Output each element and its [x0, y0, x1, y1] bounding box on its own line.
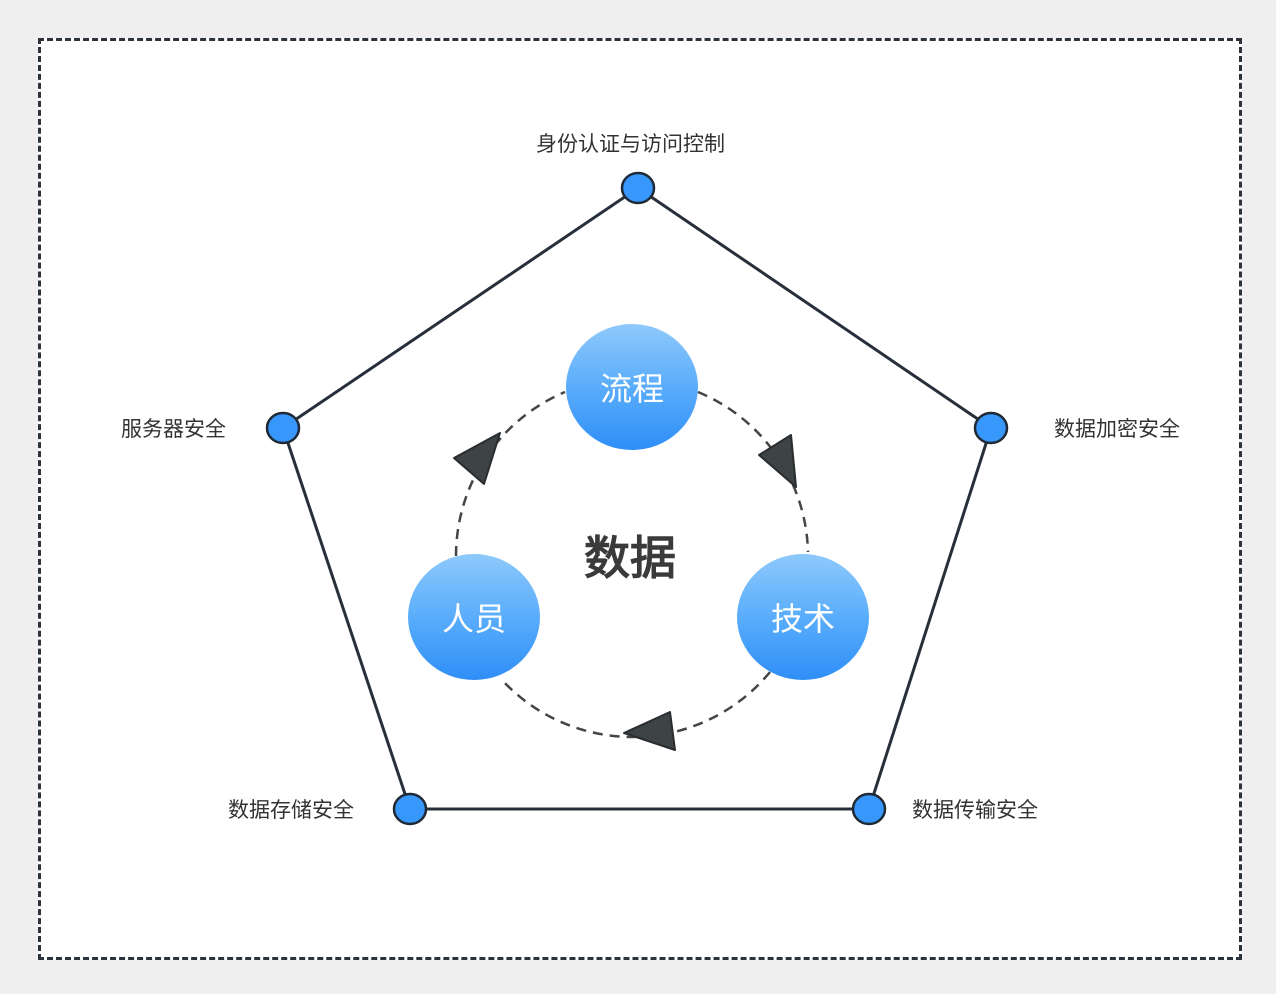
edge-server-identity	[282, 186, 639, 430]
vertex-encryption	[973, 411, 1009, 445]
cycle-arrows	[453, 432, 797, 751]
vertex-identity	[620, 171, 656, 205]
node-people: 人员	[408, 554, 540, 680]
center-label-data: 数据	[584, 531, 676, 585]
arrow-to-people	[623, 711, 676, 751]
vertex-storage	[392, 792, 428, 826]
arrow-to-process	[453, 432, 501, 485]
edge-storage-server	[281, 427, 412, 810]
vertex-transmission	[851, 792, 887, 826]
label-identity-access-control: 身份认证与访问控制	[536, 132, 725, 156]
label-data-transmission: 数据传输安全	[912, 798, 1038, 822]
node-process-label: 流程	[599, 370, 664, 408]
label-data-encryption: 数据加密安全	[1054, 417, 1180, 441]
edge-encryption-transmission	[867, 427, 993, 810]
label-data-storage: 数据存储安全	[228, 798, 354, 822]
edge-identity-encryption	[637, 186, 992, 430]
arrow-to-technology	[758, 434, 797, 488]
node-technology-label: 技术	[770, 600, 835, 638]
arc-technology-people	[501, 671, 771, 739]
node-process: 流程	[566, 324, 698, 450]
pentagon-outline	[281, 186, 993, 811]
vertex-server	[265, 411, 301, 445]
pentagon-vertices	[265, 171, 1009, 826]
node-technology: 技术	[737, 554, 869, 680]
node-people-label: 人员	[441, 600, 506, 638]
label-server-security: 服务器安全	[121, 417, 226, 441]
